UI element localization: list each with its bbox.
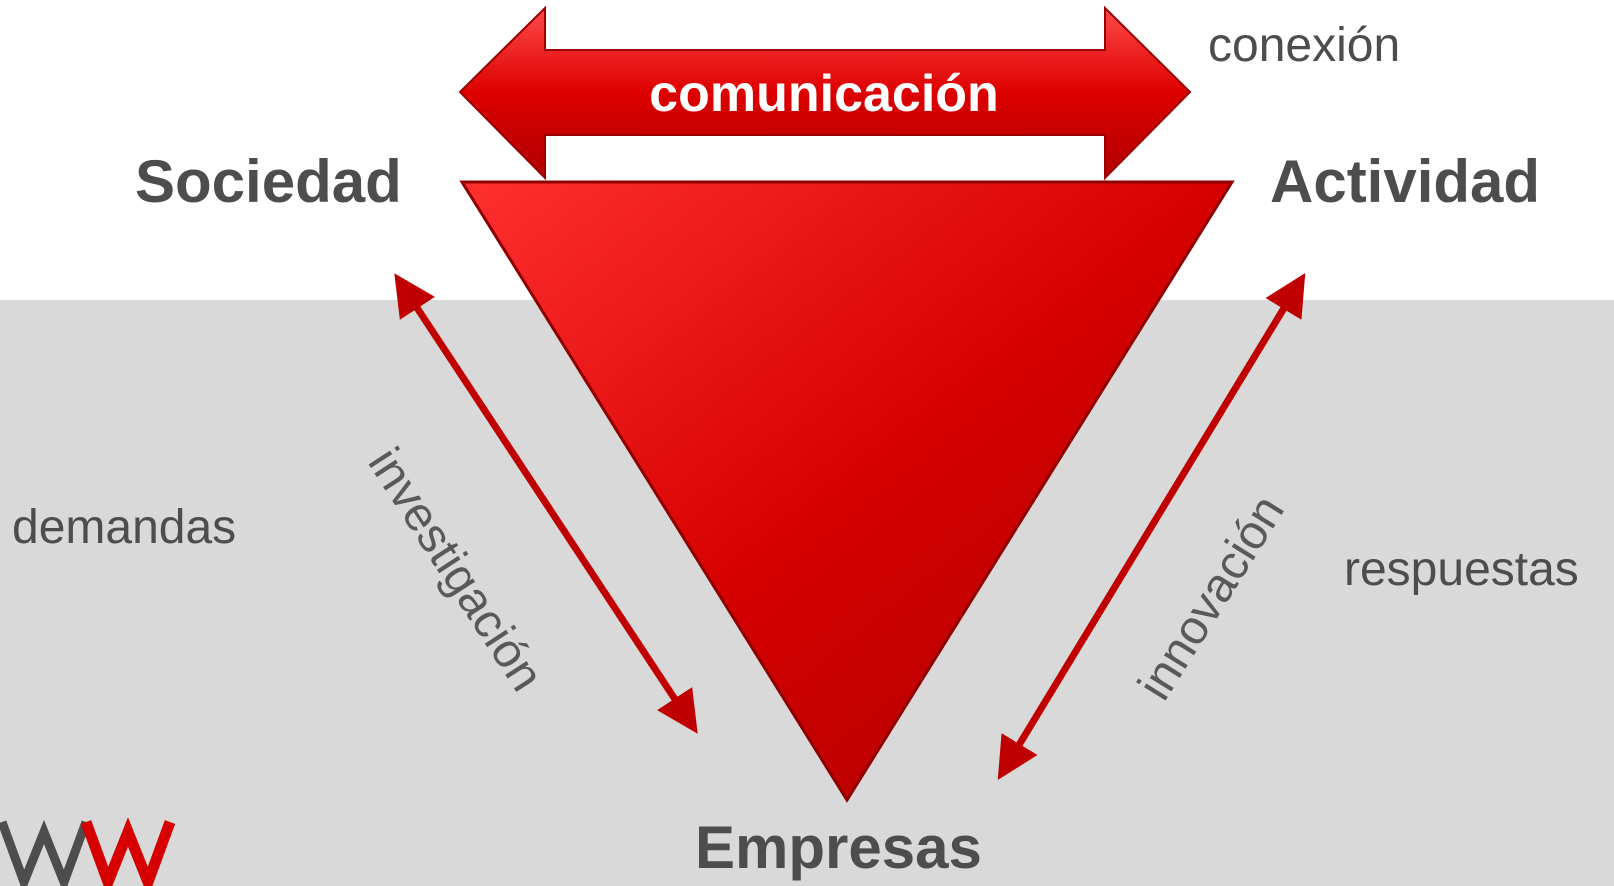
investigacion-arrow xyxy=(394,273,698,734)
conexion-label: conexión xyxy=(1208,19,1401,72)
node-sociedad: Sociedad xyxy=(135,148,402,215)
demandas-label: demandas xyxy=(12,501,237,554)
comunicacion-double-arrow xyxy=(458,5,1192,181)
comunicacion-label: comunicación xyxy=(649,65,999,123)
respuestas-label: respuestas xyxy=(1344,543,1579,596)
wv-logo-icon xyxy=(0,818,175,886)
central-triangle xyxy=(459,180,1235,803)
node-actividad: Actividad xyxy=(1270,148,1541,215)
innovacion-arrow xyxy=(997,273,1306,780)
node-empresas: Empresas xyxy=(695,814,982,881)
